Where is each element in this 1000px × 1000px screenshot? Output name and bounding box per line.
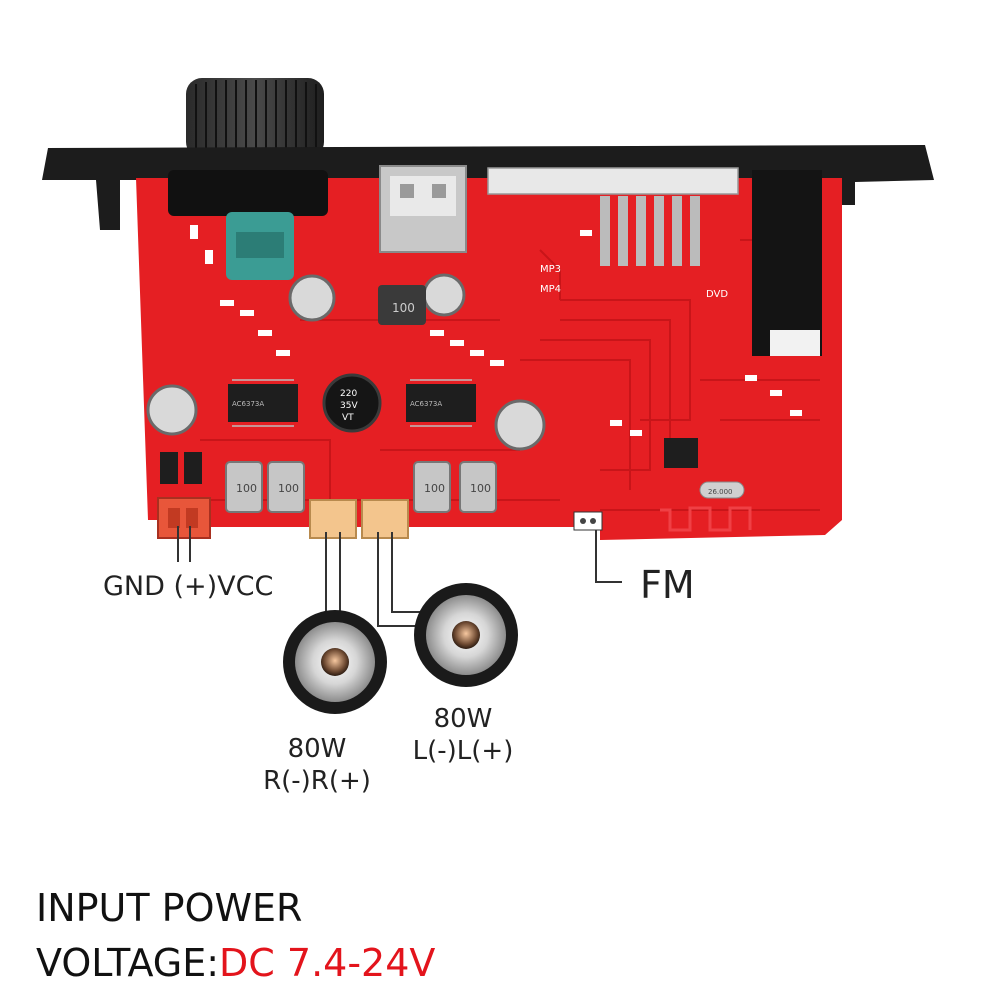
caption-voltage-value: DC 7.4-24V bbox=[219, 941, 436, 985]
silk-cap-voltage: 35V bbox=[340, 401, 358, 411]
power-pin-label: GND (+)VCC bbox=[103, 571, 274, 602]
output-inductors bbox=[225, 461, 497, 513]
silk-inductor: 100 bbox=[392, 301, 415, 315]
silk-ind2: 100 bbox=[278, 482, 299, 495]
aux-jack bbox=[168, 170, 328, 216]
caption-voltage-prefix: VOLTAGE: bbox=[36, 941, 220, 985]
bluetooth-chip bbox=[664, 438, 698, 468]
silk-ind3: 100 bbox=[424, 482, 445, 495]
silk-ind4: 100 bbox=[470, 482, 491, 495]
silkscreen-text: MP3 MP4 DVD 100 220 35V VT 26.000 AC6373… bbox=[232, 264, 733, 496]
speaker-right-icon bbox=[283, 610, 387, 714]
faceplate bbox=[42, 145, 934, 230]
silk-cap-value: 220 bbox=[340, 389, 357, 399]
caption-line-1: INPUT POWER bbox=[36, 886, 303, 930]
silk-mp4: MP4 bbox=[540, 284, 561, 295]
speaker-connector-right bbox=[309, 499, 357, 539]
silk-crystal: 26.000 bbox=[708, 488, 733, 496]
card-slot bbox=[487, 167, 739, 266]
amp-chips bbox=[228, 379, 476, 427]
headphone-jack bbox=[752, 170, 822, 356]
silk-ind1: 100 bbox=[236, 482, 257, 495]
lead-lines bbox=[177, 526, 622, 627]
silk-chip-right: AC6373A bbox=[410, 400, 442, 408]
speaker-left-power: 80W bbox=[433, 704, 493, 734]
crystal bbox=[699, 481, 745, 499]
fm-pins bbox=[573, 511, 603, 531]
speaker-connector-left bbox=[361, 499, 409, 539]
silk-mp3: MP3 bbox=[540, 264, 561, 275]
silk-dvd: DVD bbox=[706, 289, 728, 300]
speaker-right-power: 80W bbox=[287, 734, 347, 764]
speaker-left-icon bbox=[414, 583, 518, 687]
power-connector bbox=[157, 497, 211, 539]
speaker-right-pins: R(-)R(+) bbox=[263, 766, 371, 796]
caption-line-2: VOLTAGE:DC 7.4-24V bbox=[36, 944, 435, 982]
volume-knob bbox=[186, 78, 324, 158]
usb-port bbox=[379, 165, 467, 253]
teal-component bbox=[226, 212, 294, 280]
fm-label: FM bbox=[640, 563, 695, 607]
silk-cap-code: VT bbox=[342, 413, 354, 423]
capacitors bbox=[146, 273, 546, 451]
speaker-left-pins: L(-)L(+) bbox=[412, 736, 514, 766]
silk-chip-left: AC6373A bbox=[232, 400, 264, 408]
inductor-top bbox=[378, 285, 426, 325]
